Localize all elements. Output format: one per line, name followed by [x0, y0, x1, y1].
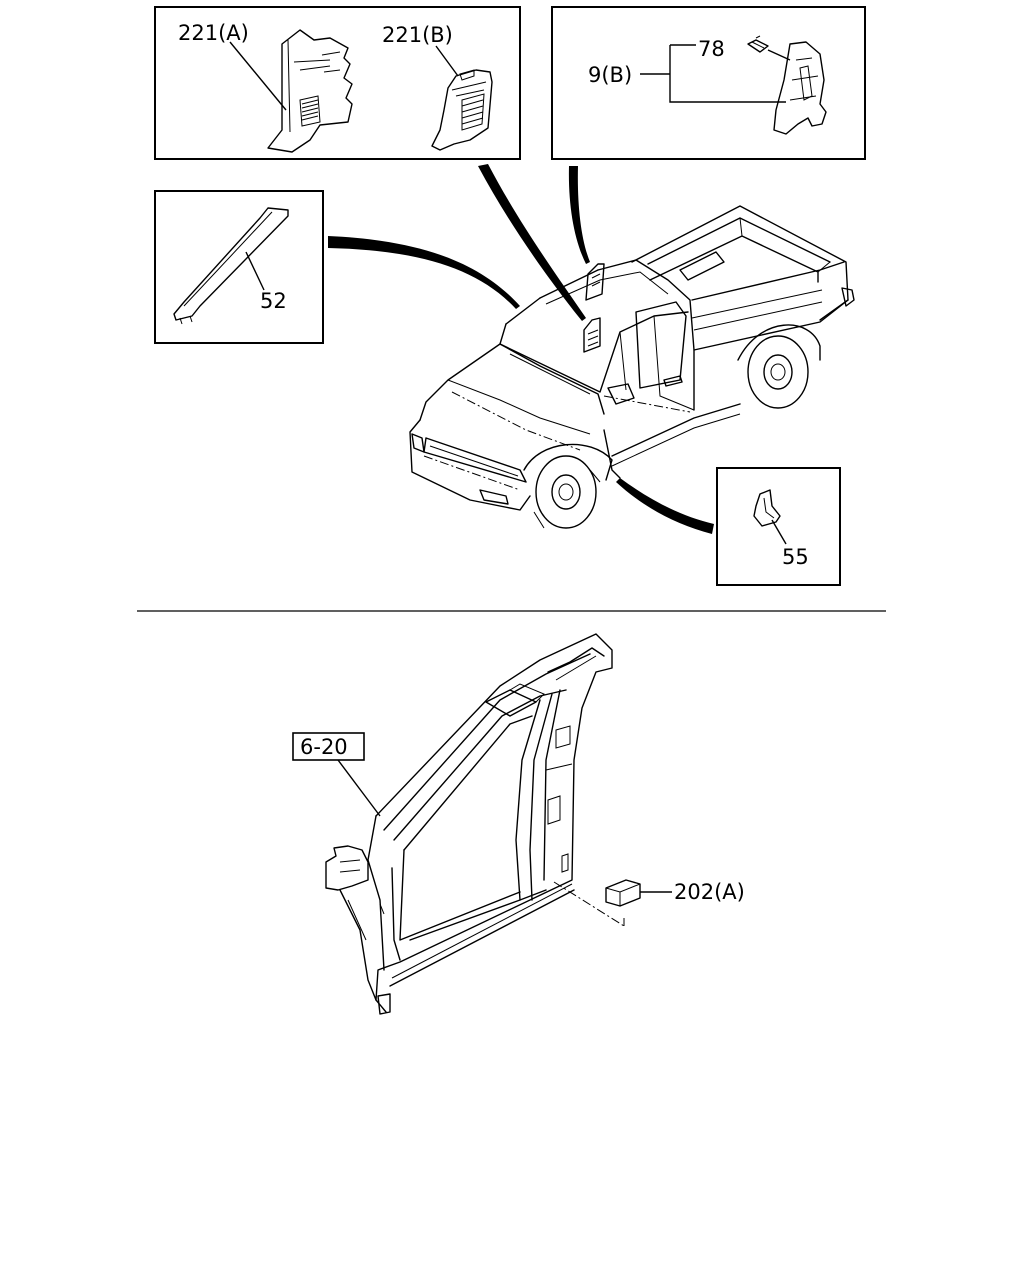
detail-box-9b: 78 9(B) — [551, 6, 866, 160]
part-9b-drawing — [773, 41, 827, 135]
label-6-20: 6-20 — [300, 735, 348, 759]
body-side-panel-drawing — [325, 633, 625, 1015]
callout-52 — [328, 236, 520, 309]
label-221a: 221(A) — [178, 21, 249, 45]
detail-box-221: 221(A) 221(B) — [154, 6, 521, 160]
pickup-truck-drawing — [409, 205, 855, 529]
callout-55 — [616, 478, 714, 534]
ref-box-6-20 — [292, 732, 365, 761]
detail-box-55: 55 — [716, 467, 841, 586]
label-221b: 221(B) — [382, 23, 453, 47]
label-78: 78 — [698, 37, 725, 61]
callout-221 — [478, 164, 586, 321]
label-202a: 202(A) — [674, 880, 745, 904]
part-52-drawing — [173, 207, 289, 325]
part-221b-drawing — [431, 69, 493, 151]
part-202a-drawing — [605, 879, 641, 907]
part-78-clip — [747, 35, 769, 53]
label-9b: 9(B) — [588, 63, 632, 87]
detail-box-52: 52 — [154, 190, 324, 344]
part-55-drawing — [753, 489, 781, 527]
part-221a-drawing — [267, 29, 353, 153]
callout-9b — [568, 166, 590, 264]
label-52: 52 — [260, 289, 287, 313]
label-55: 55 — [782, 545, 809, 569]
